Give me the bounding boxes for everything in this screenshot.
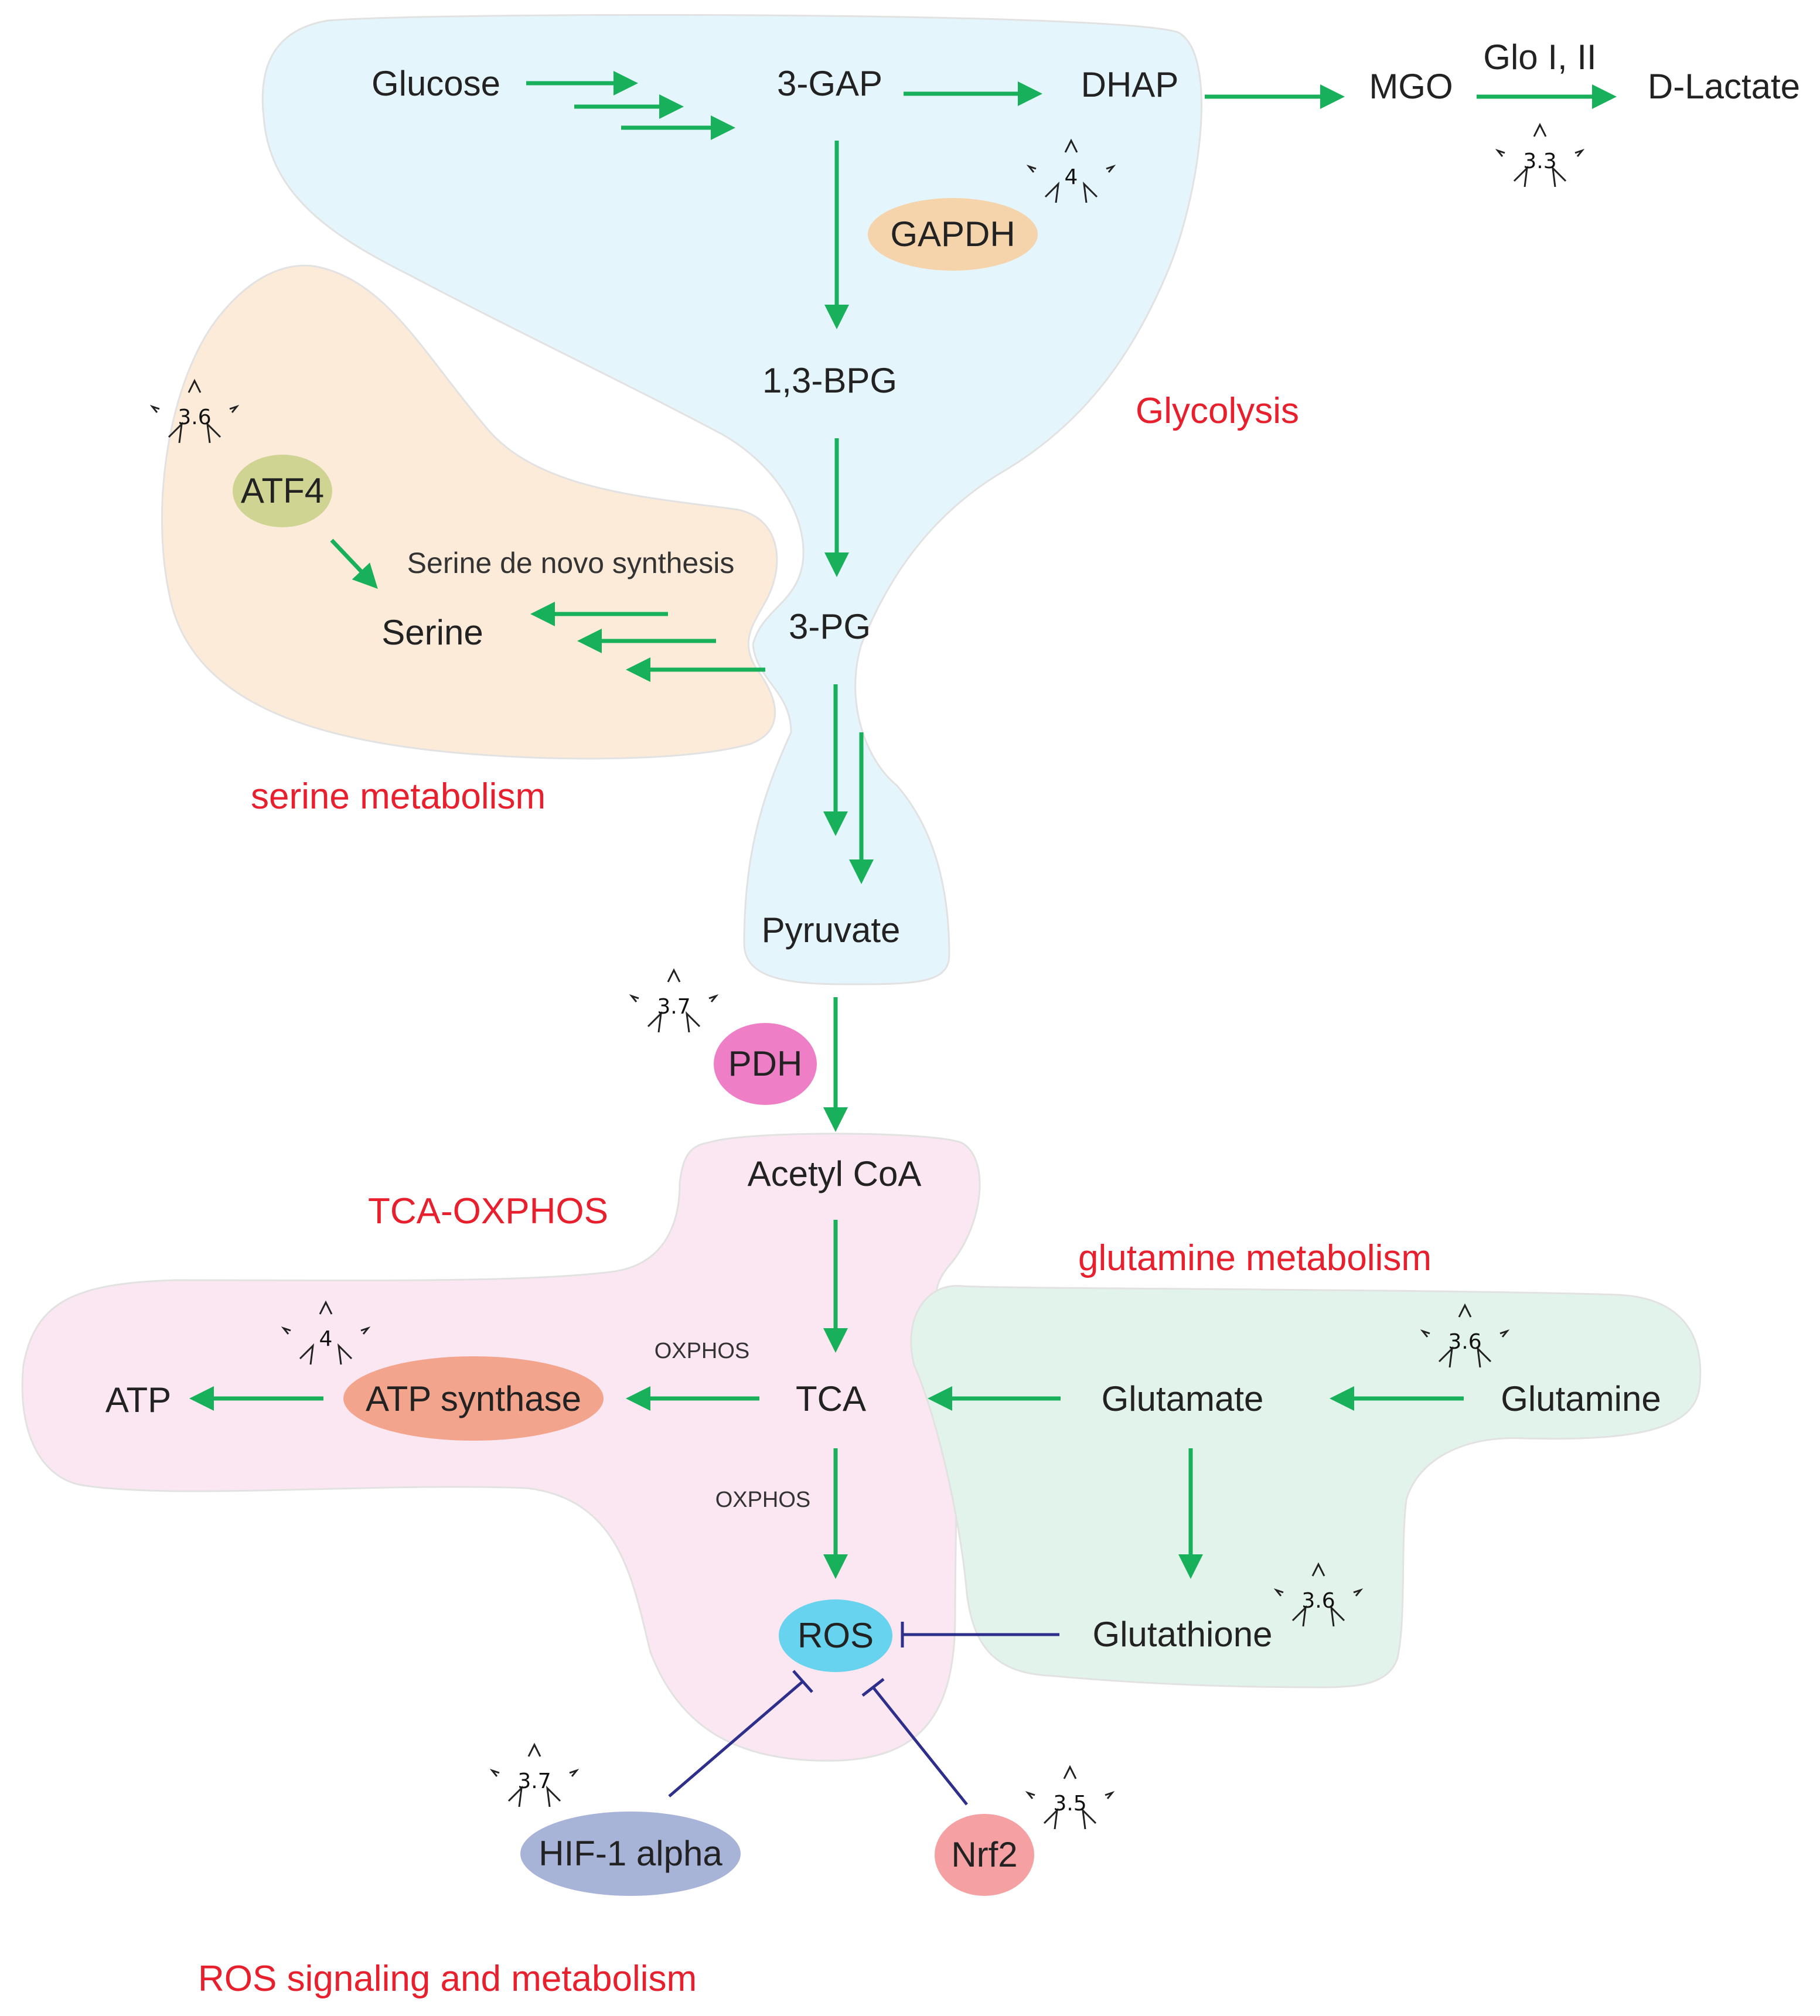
star-badge-atp-synthase: 4 [281, 1300, 371, 1365]
node-glutamine: Glutamine [1501, 1379, 1661, 1418]
label-gapdh: GAPDH [890, 214, 1015, 254]
label-ros: ROS [797, 1616, 874, 1655]
label-atp-synthase: ATP synthase [366, 1379, 581, 1418]
node-glucose: Glucose [372, 64, 500, 103]
inhibition-lines [668, 1622, 1059, 1806]
node-1-3-bpg: 1,3-BPG [762, 361, 897, 400]
node-3-pg: 3-PG [789, 607, 871, 646]
star-score-atf4: 3.6 [178, 405, 211, 429]
nrf2-ellipse [935, 1814, 1034, 1896]
node-glutamate: Glutamate [1102, 1379, 1264, 1418]
region-label-ros: ROS signaling and metabolism [198, 1959, 697, 1999]
star-score-gapdh: 4 [1065, 165, 1078, 189]
region-label-glutamine: glutamine metabolism [1078, 1238, 1432, 1278]
region-label-glycolysis: Glycolysis [1136, 391, 1299, 431]
label-nrf2: Nrf2 [951, 1835, 1017, 1874]
node-3-gap: 3-GAP [777, 64, 882, 103]
node-dhap: DHAP [1081, 65, 1179, 104]
star-badge-hif1a: 3.7 [489, 1742, 580, 1807]
gapdh-ellipse [868, 198, 1038, 271]
node-pyruvate: Pyruvate [762, 910, 901, 950]
tca-region [21, 1132, 981, 1762]
star-score-glutamine: 3.6 [1448, 1330, 1481, 1354]
node-mgo: MGO [1369, 67, 1453, 106]
serine-region [161, 264, 778, 760]
node-d-lactate: D-Lactate [1648, 67, 1800, 106]
node-serine: Serine [381, 613, 483, 652]
label-serine-synthesis: Serine de novo synthesis [407, 547, 735, 579]
star-badge-glo: 3.3 [1495, 122, 1585, 187]
atf4-ellipse [233, 455, 332, 527]
label-oxphos-down: OXPHOS [715, 1488, 811, 1512]
activation-arrows [189, 71, 1617, 1579]
node-glutathione: Glutathione [1093, 1615, 1273, 1654]
rating-stars: 4 3.3 3.6 3.7 4 3.6 3.6 3.7 3.5 [149, 122, 1585, 1830]
star-score-pdh: 3.7 [657, 995, 690, 1019]
star-badge-glutathione: 3.6 [1273, 1562, 1364, 1627]
atp-synthase-ellipse [343, 1356, 604, 1441]
label-oxphos-left: OXPHOS [655, 1339, 750, 1363]
glutamine-region [910, 1285, 1702, 1688]
star-badge-pdh: 3.7 [629, 968, 719, 1033]
star-score-atp-synthase: 4 [319, 1327, 333, 1351]
label-pdh: PDH [728, 1044, 803, 1083]
star-badge-atf4: 3.6 [149, 378, 240, 444]
hif1a-ellipse [520, 1812, 741, 1896]
star-score-glutathione: 3.6 [1301, 1589, 1335, 1613]
label-glo: Glo I, II [1483, 37, 1596, 77]
node-atp: ATP [105, 1380, 171, 1420]
node-acetyl-coa: Acetyl CoA [748, 1154, 922, 1193]
label-atf4: ATF4 [241, 471, 324, 510]
node-tca: TCA [796, 1379, 866, 1418]
star-score-nrf2: 3.5 [1053, 1792, 1086, 1816]
star-badge-nrf2: 3.5 [1025, 1765, 1115, 1830]
star-badge-gapdh: 4 [1026, 138, 1116, 203]
region-label-serine: serine metabolism [251, 776, 546, 817]
ros-ellipse [779, 1599, 892, 1672]
pdh-ellipse [714, 1023, 817, 1105]
star-score-hif1a: 3.7 [517, 1769, 551, 1793]
star-score-glo: 3.3 [1523, 149, 1556, 173]
label-hif1a: HIF-1 alpha [538, 1834, 722, 1873]
region-label-tca: TCA-OXPHOS [368, 1191, 608, 1232]
star-badge-glutamine: 3.6 [1420, 1303, 1510, 1368]
